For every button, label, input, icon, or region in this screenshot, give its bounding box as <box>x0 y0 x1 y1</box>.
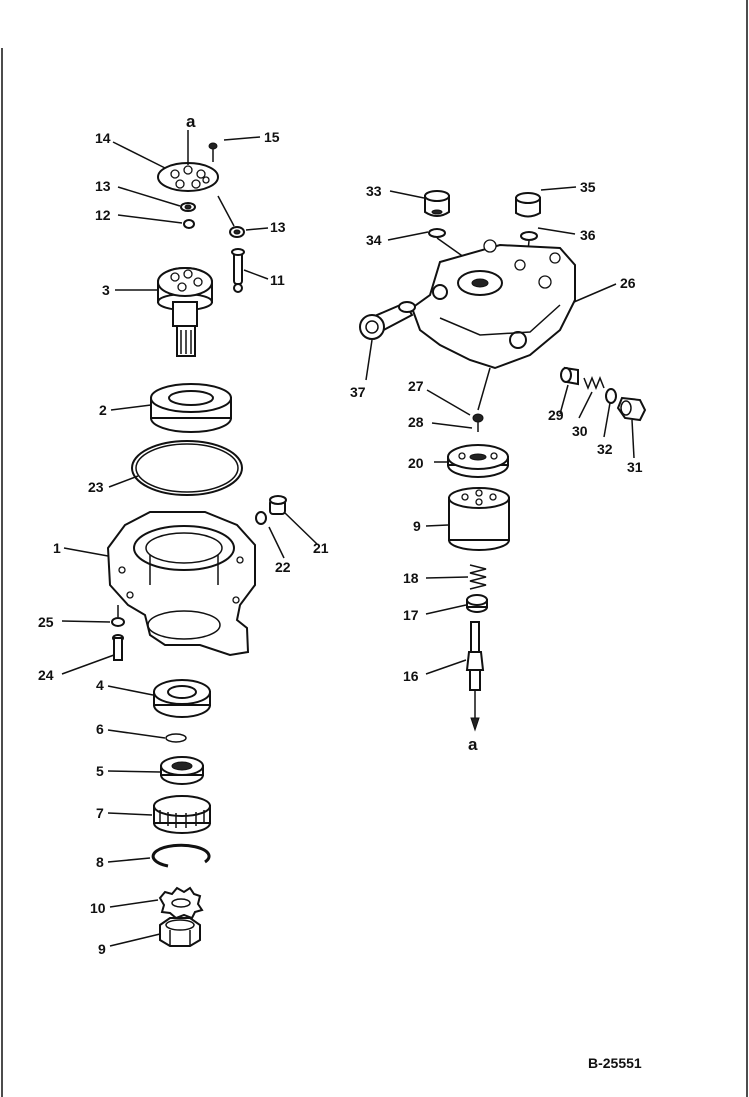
callout-37: 37 <box>350 384 366 400</box>
callout-14: 14 <box>95 130 111 146</box>
callout-8: 8 <box>96 854 104 870</box>
part-10-lock-washer <box>158 886 204 920</box>
callout-16: 16 <box>403 668 419 684</box>
leader-lines <box>61 136 635 947</box>
part-1-housing <box>106 511 256 657</box>
callout-13-right: 13 <box>270 219 286 235</box>
part-3-gear-shaft <box>157 267 213 357</box>
callout-35: 35 <box>580 179 596 195</box>
callout-28: 28 <box>408 414 424 430</box>
part-32-o-ring <box>605 388 617 404</box>
callout-33: 33 <box>366 183 382 199</box>
part-18-spring <box>469 564 487 590</box>
callout-27: 27 <box>408 378 424 394</box>
callout-12: 12 <box>95 207 111 223</box>
part-5-collar <box>160 756 204 785</box>
callout-15: 15 <box>264 129 280 145</box>
callout-4: 4 <box>96 677 104 693</box>
callout-34: 34 <box>366 232 382 248</box>
figure-code: B-25551 <box>588 1055 642 1071</box>
callout-1: 1 <box>53 540 61 556</box>
callout-10: 10 <box>90 900 106 916</box>
part-21-plug <box>269 495 287 515</box>
callout-29: 29 <box>548 407 564 423</box>
callout-2: 2 <box>99 402 107 418</box>
part-20-valve-plate <box>447 444 509 478</box>
callout-30: 30 <box>572 423 588 439</box>
part-17-collar <box>466 594 488 613</box>
callout-20: 20 <box>408 455 424 471</box>
callout-5: 5 <box>96 763 104 779</box>
part-37-check-valve <box>359 301 416 340</box>
part-26-valve-body <box>410 239 576 411</box>
part-6-spacer <box>165 733 187 743</box>
part-8-snap-ring <box>151 843 211 868</box>
callout-31: 31 <box>627 459 643 475</box>
part-30-spring <box>583 375 605 391</box>
part-33-plug <box>424 190 450 217</box>
part-9-cylinder-block <box>448 487 510 551</box>
callout-21: 21 <box>313 540 329 556</box>
callout-9-right: 9 <box>413 518 421 534</box>
part-12-ball <box>183 219 195 229</box>
part-22-o-ring <box>255 511 267 525</box>
callout-23: 23 <box>88 479 104 495</box>
part-13-seat-b <box>217 195 245 238</box>
part-11-pin <box>231 248 245 293</box>
part-13-seat <box>180 202 196 212</box>
callout-11: 11 <box>270 272 285 288</box>
part-4-bearing <box>153 679 211 718</box>
part-23-o-ring <box>131 440 243 496</box>
callout-3: 3 <box>102 282 110 298</box>
callout-13-upper: 13 <box>95 178 111 194</box>
callout-7: 7 <box>96 805 104 821</box>
part-15-screw <box>208 142 218 162</box>
part-7-roller-bearing <box>153 795 211 834</box>
part-25-washer <box>111 605 125 627</box>
part-24-bolt <box>112 634 124 661</box>
callout-22: 22 <box>275 559 291 575</box>
callout-36: 36 <box>580 227 596 243</box>
callout-32: 32 <box>597 441 613 457</box>
callout-9-left: 9 <box>98 941 106 957</box>
part-9-nut <box>159 917 201 947</box>
part-16-shaft <box>465 621 485 732</box>
part-2-bearing <box>150 383 232 433</box>
callout-25: 25 <box>38 614 54 630</box>
part-28-pin <box>472 413 484 432</box>
callout-a-top: a <box>186 112 196 131</box>
callout-a-bottom: a <box>468 735 478 754</box>
part-14-valve-plate <box>157 130 219 192</box>
callout-24: 24 <box>38 667 54 683</box>
callout-18: 18 <box>403 570 419 586</box>
part-29-poppet <box>560 366 579 386</box>
callout-6: 6 <box>96 721 104 737</box>
callout-26: 26 <box>620 275 636 291</box>
part-35-plug <box>515 192 541 218</box>
callout-labels: 14 a 15 13 12 13 11 3 2 23 1 22 21 25 24… <box>38 112 643 957</box>
part-31-plug <box>616 396 647 422</box>
callout-17: 17 <box>403 607 419 623</box>
